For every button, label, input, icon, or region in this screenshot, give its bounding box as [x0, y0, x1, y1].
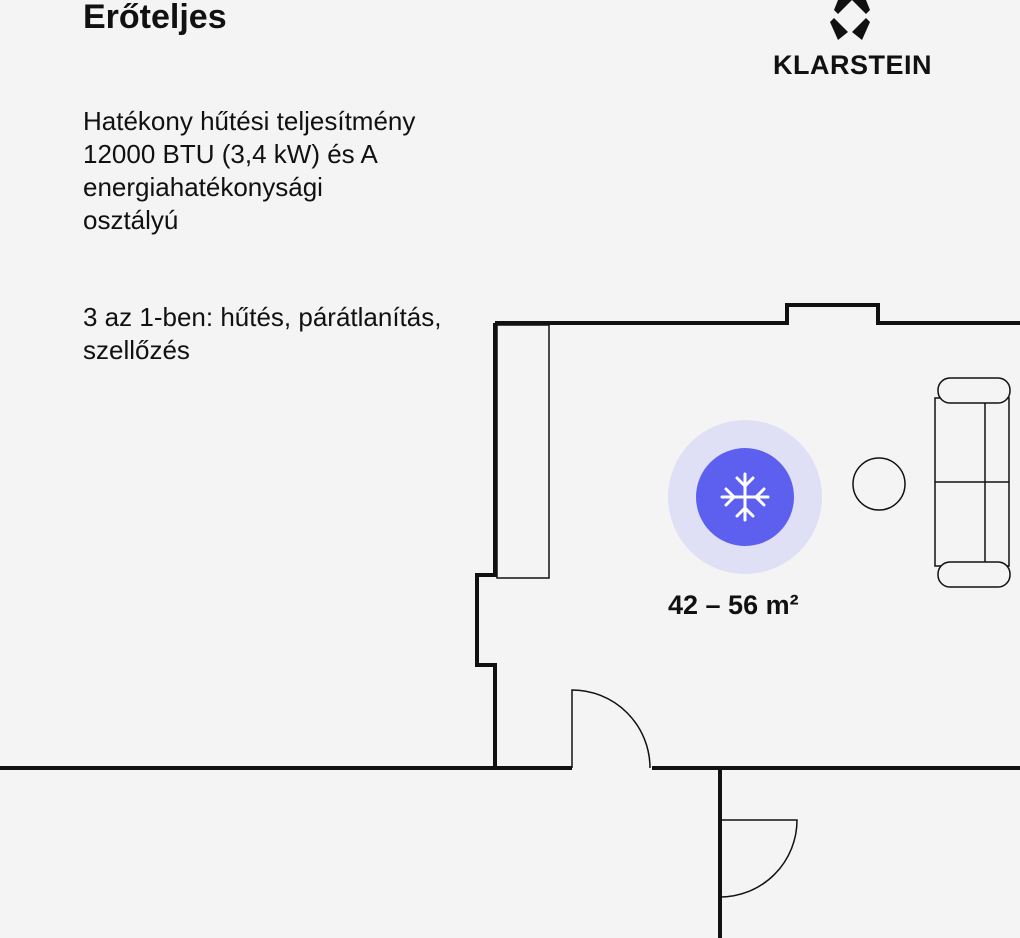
feature-3in1: 3 az 1-ben: hűtés, párátlanítás, szellőz…	[83, 302, 442, 365]
door-2	[719, 819, 798, 898]
brand-logo: KLARSTEIN	[765, 0, 940, 81]
table	[852, 457, 906, 511]
klarstein-logo-mark	[830, 0, 870, 40]
room-wall-left	[475, 323, 497, 768]
cabinet	[496, 324, 550, 579]
heading: Erőteljes	[83, 0, 227, 36]
snowflake-icon	[720, 472, 770, 522]
sofa	[934, 377, 1011, 588]
feature-cooling-performance: Hatékony hűtési teljesítmény 12000 BTU (…	[83, 106, 416, 235]
room-wall-top	[495, 303, 1020, 325]
coverage-area-label: 42 – 56 m²	[668, 590, 799, 620]
brand-name: KLARSTEIN	[773, 50, 932, 80]
door-1	[571, 689, 651, 769]
